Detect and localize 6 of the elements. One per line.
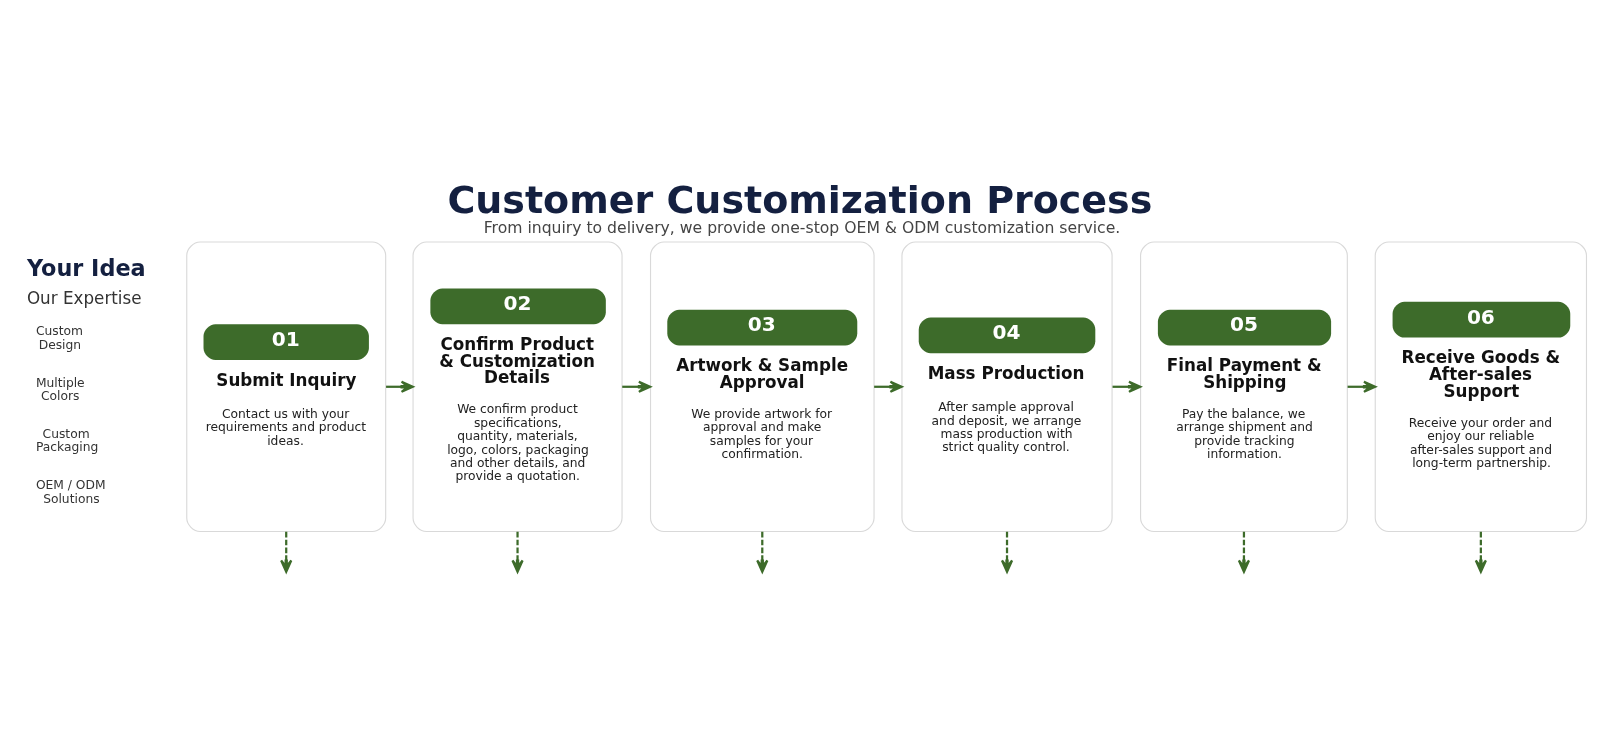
label: Your Idea <box>26 254 146 281</box>
label: Custom Design <box>35 323 83 352</box>
label: OEM / ODM Solutions <box>35 477 106 506</box>
label: Custom Packaging <box>35 426 99 454</box>
label: Multiple Colors <box>35 375 85 403</box>
label: Our Expertise <box>26 287 142 308</box>
